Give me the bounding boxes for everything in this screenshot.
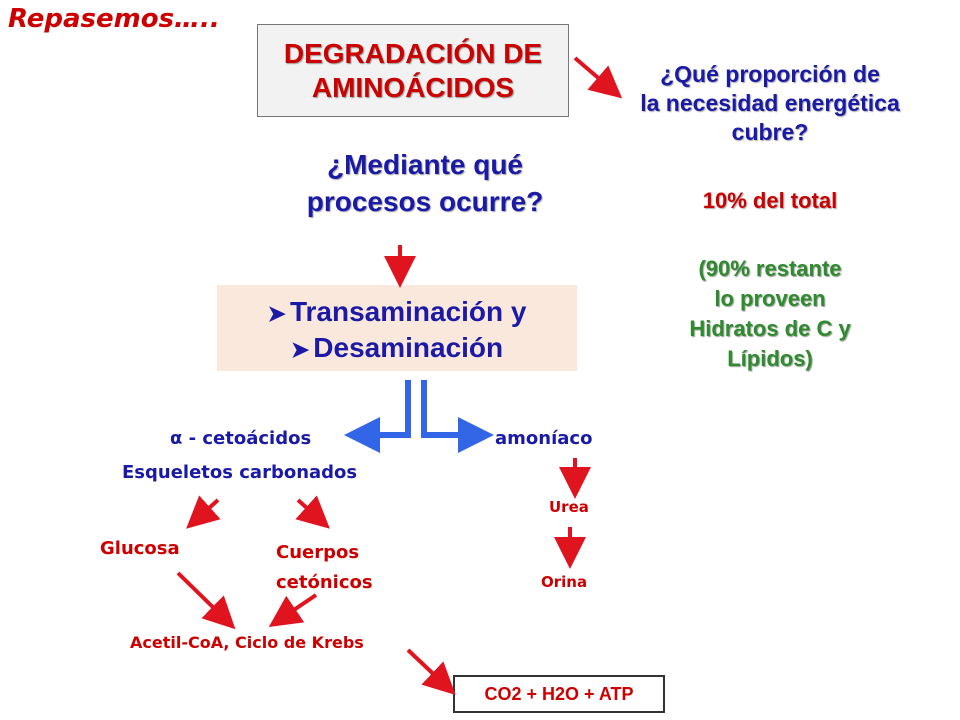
split-arrow-left: [344, 380, 411, 453]
carbon-skeletons-label: Esqueletos carbonados: [122, 462, 358, 483]
energy-remainder-note: (90% restante lo proveen Hidratos de C y…: [600, 254, 940, 374]
remainder-line-2: lo proveen: [714, 286, 826, 311]
ketone-bodies-line-2: cetónicos: [276, 572, 373, 593]
title-line-1: DEGRADACIÓN DE: [283, 38, 543, 69]
urea-label: Urea: [549, 498, 589, 516]
arrow-bullet-icon: ➤: [290, 337, 310, 362]
energy-question-line-1: ¿Qué proporción de: [660, 61, 880, 87]
title-box: DEGRADACIÓN DE AMINOÁCIDOS: [257, 24, 569, 117]
energy-question: ¿Qué proporción de la necesidad energéti…: [595, 60, 945, 147]
process-question-line-2: procesos ocurre?: [306, 186, 544, 217]
glucose-to-krebs-arrow: [176, 571, 236, 630]
energy-question-line-3: cubre?: [731, 119, 809, 145]
krebs-cycle-label: Acetil-CoA, Ciclo de Krebs: [130, 633, 364, 652]
energy-percentage: 10% del total: [702, 188, 838, 213]
process-item-transamination: ➤Transaminación y: [267, 296, 527, 327]
split-arrow-right: [421, 380, 494, 453]
remainder-line-3: Hidratos de C y: [689, 316, 851, 341]
title-to-question-arrow: [573, 56, 623, 99]
process-box: ➤Transaminación y ➤Desaminación: [217, 285, 577, 371]
review-heading: Repasemos…..: [8, 4, 220, 34]
glucose-label: Glucosa: [100, 538, 180, 559]
ammonia-label: amoníaco: [495, 428, 593, 449]
energy-question-line-2: la necesidad energética: [640, 90, 900, 116]
title-line-2: AMINOÁCIDOS: [311, 72, 515, 103]
skeletons-to-glucose-arrow: [186, 495, 221, 529]
final-products-box: CO2 + H2O + ATP: [453, 675, 665, 713]
process-item-deamination: ➤Desaminación: [290, 332, 504, 363]
ketone-bodies-label: Cuerpos cetónicos: [276, 538, 373, 598]
remainder-line-4: Lípidos): [727, 346, 813, 371]
skeletons-to-ketones-arrow: [295, 495, 330, 529]
remainder-line-1: (90% restante: [698, 256, 842, 281]
ketone-bodies-line-1: Cuerpos: [276, 542, 360, 563]
krebs-to-final-arrow: [406, 648, 456, 695]
ketones-to-krebs-arrow: [268, 593, 318, 627]
process-question-line-1: ¿Mediante qué: [326, 149, 523, 180]
ketoacids-label: α - cetoácidos: [170, 428, 312, 449]
urine-label: Orina: [541, 573, 588, 591]
arrow-bullet-icon: ➤: [267, 301, 286, 326]
process-question: ¿Mediante qué procesos ocurre?: [240, 146, 610, 220]
